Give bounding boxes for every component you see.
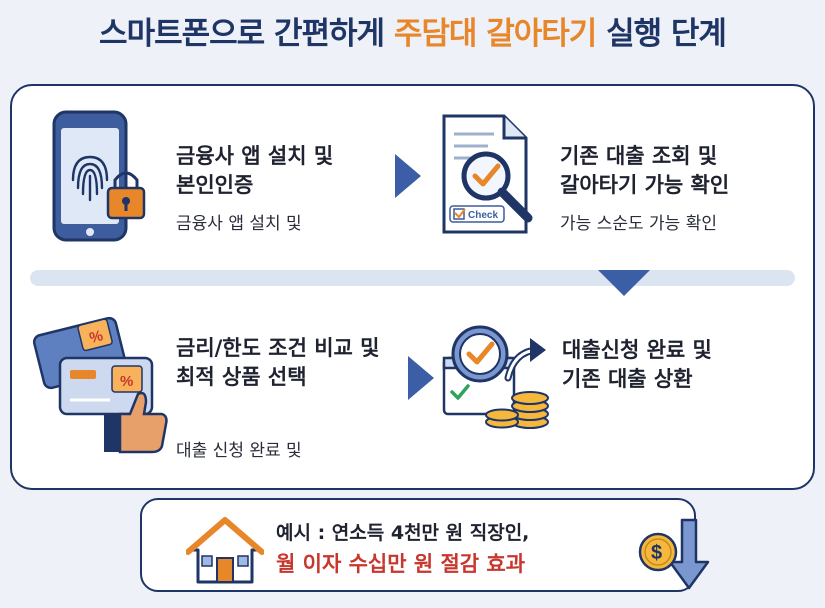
cards-thumbs-up-icon: % %: [32, 316, 168, 454]
arrow-right-icon: [395, 154, 421, 198]
title-highlight: 주담대 갈아타기: [393, 16, 597, 52]
step4-title-line2: 기존 대출 상환: [562, 367, 693, 391]
example-line2: 월 이자 수십만 원 절감 효과: [276, 552, 526, 576]
step3-subtitle: 대출 신청 완료 및: [176, 441, 302, 461]
page-title: 스마트폰으로 간편하게 주담대 갈아타기 실행 단계: [0, 8, 825, 53]
step4-title-line1: 대출신청 완료 및: [562, 338, 712, 362]
step2-title: 기존 대출 조회 및 갈아타기 가능 확인: [560, 142, 729, 200]
step2-subtitle: 가능 스순도 가능 확인: [560, 214, 717, 234]
step4-title: 대출신청 완료 및 기존 대출 상환: [562, 336, 712, 394]
step1-title-line2: 본인인증: [176, 173, 254, 197]
step2-title-line1: 기존 대출 조회 및: [560, 144, 718, 168]
step2-title-line2: 갈아타기 가능 확인: [560, 173, 730, 197]
example-line1: 예시 : 연소득 4천만 원 직장인,: [276, 522, 530, 544]
percent-label-back: %: [88, 327, 105, 347]
step1-subtitle: 금융사 앱 설치 및: [176, 214, 302, 234]
house-icon: [186, 517, 264, 584]
title-part1: 스마트폰으로 간편하게: [99, 16, 394, 52]
check-label: Check: [468, 210, 498, 221]
step3-title-line2: 최적 상품 선택: [176, 365, 307, 389]
title-part2: 실행 단계: [596, 16, 727, 52]
check-coins-arrow-icon: [442, 325, 549, 429]
step1-title: 금융사 앱 설치 및 본인인증: [176, 142, 333, 200]
row-divider: [30, 270, 795, 286]
step3-title: 금리/한도 조건 비교 및 최적 상품 선택: [176, 334, 379, 392]
step3-title-line1: 금리/한도 조건 비교 및: [176, 336, 380, 360]
currency-symbol: $: [651, 542, 662, 564]
percent-label-front: %: [120, 373, 133, 390]
coin-down-arrow-icon: $: [638, 518, 710, 590]
step1-title-line1: 금융사 앱 설치 및: [176, 144, 334, 168]
smartphone-fingerprint-lock-icon: [52, 110, 146, 242]
document-magnifier-check-icon: Check: [442, 114, 533, 234]
arrow-down-icon: [598, 270, 650, 296]
arrow-right-icon: [408, 356, 434, 400]
